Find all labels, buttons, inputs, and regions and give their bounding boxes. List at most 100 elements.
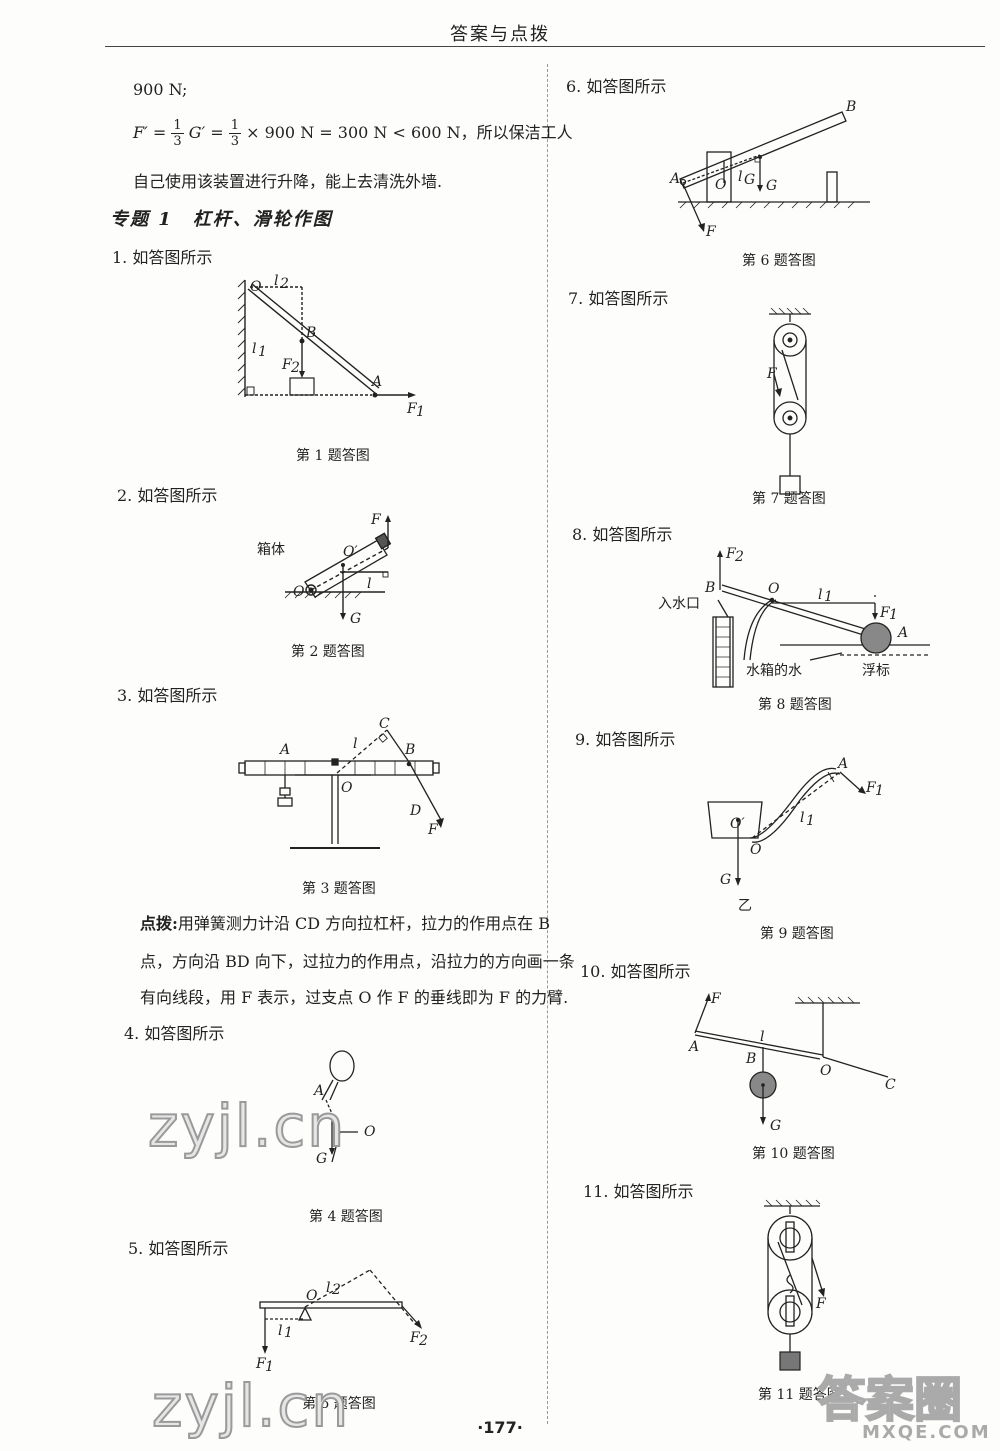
f2-arrowhead	[414, 1320, 422, 1329]
svg-text:1: 1	[416, 404, 425, 420]
question-9-label: 9. 如答图所示	[575, 730, 676, 749]
g-arrowhead	[340, 613, 346, 620]
figure-2: FO′O lG	[284, 512, 392, 627]
f1-arrowhead	[262, 1346, 268, 1354]
f1-arrowhead	[408, 392, 416, 398]
f-arrowhead	[818, 1288, 825, 1297]
svg-text:F: F	[255, 1356, 267, 1372]
question-4-label: 4. 如答图所示	[124, 1024, 225, 1043]
svg-text:l: l	[353, 736, 357, 752]
svg-text:G: G	[770, 1118, 781, 1134]
svg-text:A: A	[370, 374, 382, 390]
svg-text:l: l	[278, 1323, 282, 1339]
point-a	[372, 392, 378, 398]
svg-text:l: l	[760, 1029, 764, 1045]
tip-line-2: 点，方向沿 BD 向下，过拉力的作用点，沿拉力的方向画一条	[140, 952, 575, 971]
fraction-numerator: 1	[171, 118, 184, 134]
svg-text:A: A	[896, 625, 908, 641]
float-ball	[860, 622, 892, 654]
svg-text:G: G	[720, 872, 731, 888]
svg-text:G: G	[350, 611, 361, 627]
svg-text:B: B	[845, 99, 856, 115]
point-b	[299, 338, 305, 344]
caption-3: 第 3 题答图	[302, 881, 376, 897]
f2-arrowhead	[299, 371, 305, 378]
tip-text-1: 用弹簧测力计沿 CD 方向拉杠杆，拉力的作用点在 B	[177, 914, 551, 933]
svg-text:A: A	[312, 1083, 324, 1099]
f-arrowhead	[775, 388, 782, 397]
svg-text:B: B	[745, 1051, 756, 1067]
page-number: ·177·	[477, 1418, 523, 1437]
svg-text:O: O	[341, 780, 353, 796]
svg-text:G: G	[744, 172, 755, 188]
svg-text:l: l	[818, 587, 822, 603]
svg-text:l: l	[252, 341, 256, 357]
f1-arrowhead	[872, 613, 878, 620]
svg-text:G: G	[316, 1151, 327, 1167]
question-8-label: 8. 如答图所示	[572, 525, 673, 544]
caption-4: 第 4 题答图	[309, 1209, 383, 1225]
text-line-900n: 900 N;	[133, 80, 188, 99]
water-label: 水箱的水	[746, 663, 802, 679]
svg-text:O: O	[750, 842, 762, 858]
question-6-label: 6. 如答图所示	[566, 77, 667, 96]
tip-line-1: 点拨:用弹簧测力计沿 CD 方向拉杠杆，拉力的作用点在 B	[140, 910, 550, 934]
svg-text:A: A	[687, 1039, 699, 1055]
formula-f-prime: F′ =	[133, 123, 167, 142]
f-arrowhead	[698, 223, 705, 232]
caption-2: 第 2 题答图	[291, 644, 365, 660]
figure-11: F	[764, 1199, 827, 1371]
inlet-label: 入水口	[658, 596, 700, 612]
tip-line-3: 有向线段，用 F 表示，过支点 O 作 F 的垂线即为 F 的力臂.	[140, 988, 569, 1007]
svg-text:2: 2	[331, 1282, 341, 1298]
question-10-label: 10. 如答图所示	[580, 962, 691, 981]
svg-text:2: 2	[734, 549, 744, 565]
caption-9: 第 9 题答图	[760, 926, 834, 942]
svg-text:l: l	[738, 169, 742, 185]
g-arrowhead	[757, 185, 763, 192]
formula-line: F′ = 1 3 G′ = 1 3 × 900 N = 300 N < 600 …	[133, 118, 573, 154]
svg-text:F: F	[815, 1296, 827, 1312]
g-arrowhead	[329, 1148, 335, 1155]
svg-text:l: l	[274, 273, 278, 289]
svg-text:F: F	[766, 366, 778, 382]
svg-text:2: 2	[279, 276, 289, 292]
question-5-label: 5. 如答图所示	[128, 1239, 229, 1258]
f-arrowhead	[436, 818, 444, 828]
svg-text:1: 1	[284, 1325, 293, 1341]
svg-text:F: F	[427, 822, 439, 838]
fraction-denominator: 3	[230, 134, 239, 149]
point-o-prime	[341, 563, 345, 567]
point-o	[769, 597, 775, 603]
svg-text:F: F	[409, 1330, 421, 1346]
svg-text:D: D	[409, 803, 421, 819]
question-2-label: 2. 如答图所示	[117, 486, 218, 505]
svg-text:F: F	[406, 401, 418, 417]
fraction-denominator: 3	[173, 134, 182, 149]
fraction-numerator: 1	[228, 118, 241, 134]
point-o-prime	[736, 818, 740, 822]
svg-text:B: B	[305, 325, 316, 341]
svg-text:A: A	[836, 756, 848, 772]
svg-text:O: O	[293, 584, 305, 600]
svg-text:l: l	[367, 576, 371, 592]
section-title: 专题 1 杠杆、滑轮作图	[110, 209, 333, 230]
svg-text:O: O	[820, 1063, 832, 1079]
svg-text:1: 1	[824, 589, 833, 605]
watermark-zyjl-2: zyjl.cn	[151, 1371, 351, 1441]
svg-text:1: 1	[889, 607, 898, 623]
question-7-label: 7. 如答图所示	[568, 289, 669, 308]
header-rule	[105, 46, 985, 47]
svg-text:1: 1	[806, 813, 815, 829]
svg-text:l: l	[800, 810, 804, 826]
svg-text:F: F	[879, 605, 891, 621]
column-divider	[547, 64, 548, 1424]
svg-text:1: 1	[258, 344, 267, 360]
